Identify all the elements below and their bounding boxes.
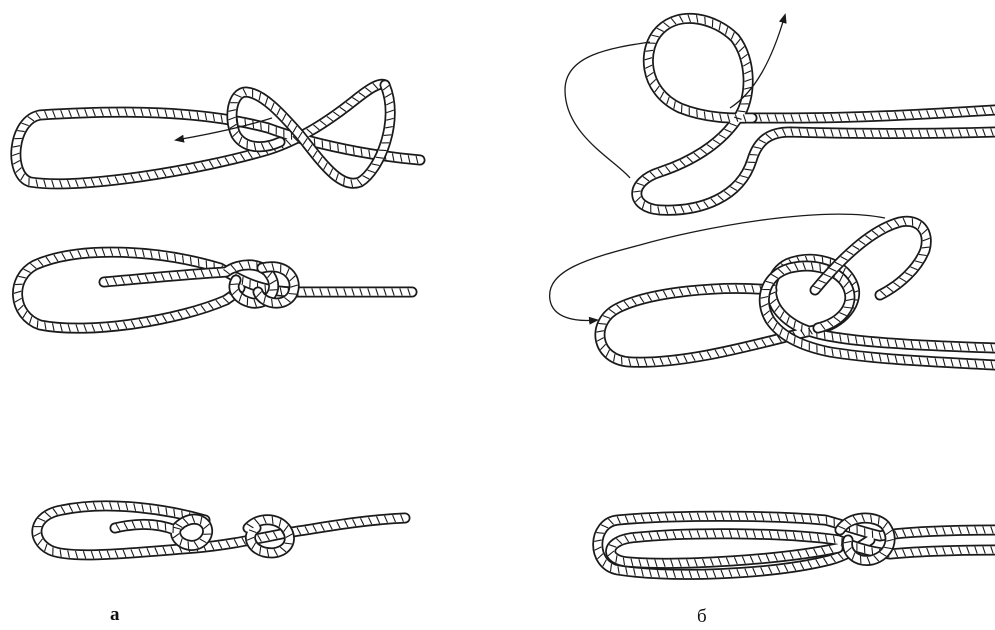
- rope-segment: [165, 523, 166, 531]
- rope-segment: [826, 517, 827, 525]
- rope-segment: [705, 17, 706, 25]
- rope-a3-tail: [115, 516, 211, 549]
- rope-segment: [379, 150, 387, 151]
- arrow-b1: [730, 15, 785, 108]
- rope-b2-loop: [761, 263, 995, 369]
- rope-b2-end: [813, 218, 929, 296]
- rope-segment: [596, 533, 604, 534]
- rope-segment: [231, 284, 239, 285]
- rope-segment: [802, 340, 803, 348]
- rope-segment: [198, 259, 199, 267]
- figure-a2: [14, 249, 412, 332]
- rope-segment: [384, 135, 392, 136]
- rope-a3-loop: [34, 502, 405, 558]
- thin-line-b1: [565, 42, 650, 178]
- figure-a3: [34, 502, 405, 558]
- rope-segment: [37, 320, 38, 328]
- rope-segment: [265, 285, 266, 293]
- figure-a1: [12, 81, 420, 188]
- rope-segment: [269, 290, 277, 291]
- rope-b1-long: [748, 107, 995, 122]
- rope-segment: [697, 110, 698, 118]
- rope-segment: [820, 264, 821, 272]
- rope-segment: [261, 122, 262, 130]
- rope-segment: [322, 140, 323, 148]
- rope-core: [16, 84, 420, 184]
- caption-left: а: [110, 604, 120, 626]
- figure-b1: [565, 15, 995, 214]
- rope-segment: [824, 347, 825, 355]
- figure-b3: [594, 513, 995, 578]
- rope-a1-loop: [12, 81, 420, 188]
- rope-segment: [206, 261, 207, 269]
- rope-segment: [188, 541, 189, 549]
- rope-segment: [622, 357, 623, 365]
- caption-right: б: [697, 606, 707, 628]
- rope-segment: [289, 294, 297, 295]
- figure-b2: [550, 214, 995, 368]
- rope-segment: [330, 142, 331, 150]
- rope-a2-loop: [14, 249, 412, 332]
